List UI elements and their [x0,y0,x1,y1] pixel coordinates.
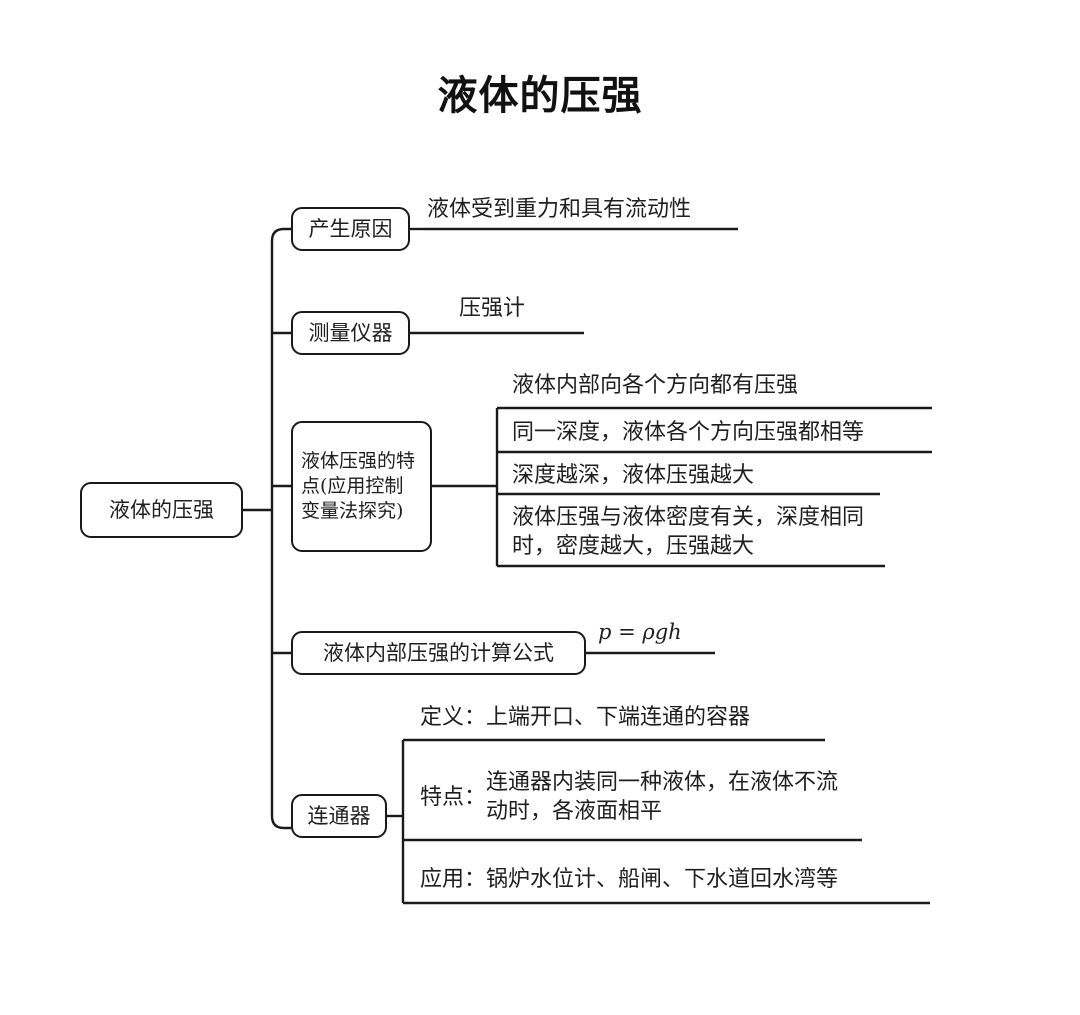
wire-trunk-to-cause [270,227,291,242]
node-root[interactable]: 液体的压强 [80,482,243,538]
node-formula-label: 液体内部压强的计算公式 [323,640,554,665]
leaf-vessel-application-text: 锅炉水位计、船闸、下水道回水湾等 [486,867,839,892]
leaf-feature-4: 液体压强与液体密度有关，深度相同时，密度越大，压强越大 [512,505,865,560]
node-root-label: 液体的压强 [109,497,214,522]
leaf-feature-1: 液体内部向各个方向都有压强 [512,373,799,398]
leaf-vessel-feature: 特点： 连通器内装同一种液体，在液体不流动时，各液面相平 [420,768,860,827]
leaf-vessel-application-label: 应用： [420,867,487,892]
node-instrument-label: 测量仪器 [308,320,393,345]
node-features-label: 液体压强的特点(应用控制变量法探究) [301,450,416,522]
leaf-vessel-feature-label: 特点： [420,784,487,810]
node-vessel[interactable]: 连通器 [291,794,387,838]
leaf-vessel-feature-text: 连通器内装同一种液体，在液体不流动时，各液面相平 [486,770,839,825]
leaf-vessel-definition-label: 定义： [420,705,487,730]
leaf-cause-text: 液体受到重力和具有流动性 [427,197,692,222]
leaf-instrument-text: 压强计 [459,296,526,321]
node-cause[interactable]: 产生原因 [291,207,410,251]
leaf-vessel-application: 应用：锅炉水位计、船闸、下水道回水湾等 [420,865,838,894]
node-formula[interactable]: 液体内部压强的计算公式 [291,631,586,675]
leaf-feature-2: 同一深度，液体各个方向压强都相等 [512,420,865,445]
wire-trunk-to-vessel [270,815,291,830]
leaf-feature-3: 深度越深，液体压强越大 [512,463,755,488]
leaf-vessel-definition-text: 上端开口、下端连通的容器 [486,705,751,730]
node-instrument[interactable]: 测量仪器 [291,311,410,355]
page-title: 液体的压强 [437,72,643,119]
leaf-formula-text: p = ρgh [598,620,682,644]
node-features[interactable]: 液体压强的特点(应用控制变量法探究) [291,421,432,552]
node-cause-label: 产生原因 [308,216,393,241]
leaf-vessel-definition: 定义：上端开口、下端连通的容器 [420,703,750,732]
node-vessel-label: 连通器 [307,803,371,828]
